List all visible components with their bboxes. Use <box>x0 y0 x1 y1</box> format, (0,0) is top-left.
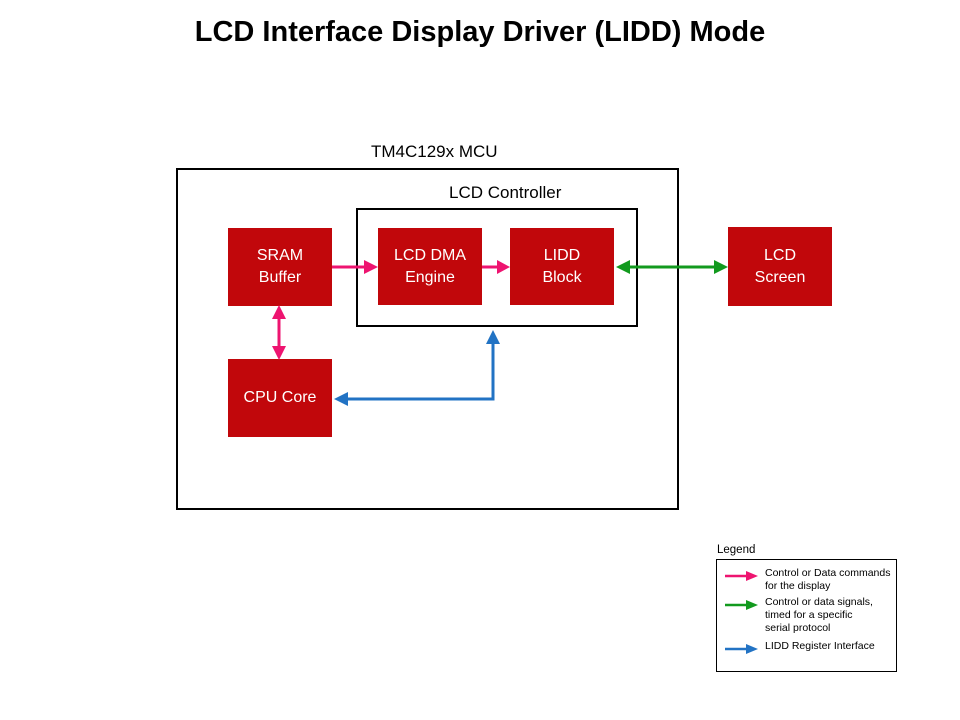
legend-pink-arrow-icon <box>725 571 758 581</box>
lcd-controller-label: LCD Controller <box>449 183 562 202</box>
legend-blue-arrow-icon <box>725 644 758 654</box>
legend-item-control-data-commands: Control or Data commands for the display <box>724 567 890 593</box>
legend-item-label: LIDD Register Interface <box>765 640 875 652</box>
block-lcd-dma-engine: LCD DMA Engine <box>378 228 482 305</box>
block-cpu-core: CPU Core <box>228 359 332 437</box>
legend-item-label: Control or Data commands for the display <box>765 567 891 592</box>
legend-title: Legend <box>717 544 756 556</box>
legend-box: Control or Data commands for the display… <box>716 559 897 672</box>
block-lcd-screen: LCD Screen <box>728 227 832 306</box>
legend-item-serial-signals: Control or data signals, timed for a spe… <box>724 596 873 635</box>
page-title: LCD Interface Display Driver (LIDD) Mode <box>194 16 766 48</box>
block-sram-buffer: SRAM Buffer <box>228 228 332 306</box>
legend-green-arrow-icon <box>725 600 758 610</box>
block-lidd: LIDD Block <box>510 228 614 305</box>
legend-item-lidd-register-interface: LIDD Register Interface <box>724 640 875 655</box>
mcu-label: TM4C129x MCU <box>371 142 498 161</box>
legend-item-label: Control or data signals, timed for a spe… <box>765 596 873 634</box>
mcu-box <box>176 168 679 510</box>
